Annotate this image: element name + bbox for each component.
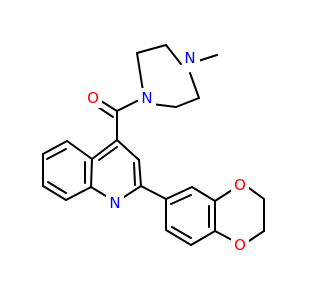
bond-c2q-n xyxy=(123,185,142,198)
molecule-structure-diagram: N N O N O O xyxy=(0,0,300,300)
bond-n1-carbonyl xyxy=(116,100,138,112)
bond-n4-c3 xyxy=(165,44,182,65)
bond-o1-ch2a xyxy=(248,187,265,200)
bond-c5-c6-inner xyxy=(46,148,67,160)
bond-c2q-aryl xyxy=(140,185,167,200)
atom-quinoline-nitrogen: N xyxy=(109,194,120,212)
bond-ar5-ar6 xyxy=(165,229,192,246)
atom-n1-piperazine: N xyxy=(141,89,152,107)
bond-n-c8a xyxy=(90,186,107,197)
bond-c4a-c5 xyxy=(66,140,93,160)
bond-ar1-ar2 xyxy=(165,186,193,200)
bond-c4-c3q xyxy=(116,139,140,161)
atom-dioxane-oxygen-1: O xyxy=(234,176,246,194)
bond-c8-c8a xyxy=(65,186,92,201)
bond-c3q-c2q-inner xyxy=(133,162,136,186)
bond-c6-c5 xyxy=(175,97,200,108)
bond-c7-c8 xyxy=(42,185,67,201)
bond-c4a-c4 xyxy=(91,139,118,160)
bond-carbonyl-o-a xyxy=(100,100,118,112)
bond-ar1-ar2-inner xyxy=(170,194,192,205)
bond-ar2-ar3 xyxy=(191,186,216,202)
bond-c3q-c2q xyxy=(138,159,142,187)
bond-c3-c2 xyxy=(136,44,167,54)
atom-labels: N N O N O O xyxy=(84,48,249,255)
bond-c8a-c4a xyxy=(90,158,93,188)
atom-carbonyl-oxygen: O xyxy=(87,89,99,107)
atom-n4-piperazine: N xyxy=(184,49,195,67)
bond-c5-n4 xyxy=(189,72,200,99)
atom-dioxane-oxygen-2: O xyxy=(234,236,246,254)
bond-c5-c6 xyxy=(42,140,68,155)
bond-c2-n1 xyxy=(136,52,144,92)
bond-ar5-ar6-inner xyxy=(171,226,192,239)
bond-ar3-o1 xyxy=(214,189,233,202)
bond-ar4-ar5 xyxy=(190,230,216,246)
bond-ch2b-o2 xyxy=(248,230,265,242)
bond-c4a-c4-inner xyxy=(98,146,118,161)
bond-lines xyxy=(42,44,265,246)
bond-o2-ar4 xyxy=(214,230,233,241)
bond-c7-c8-inner xyxy=(47,181,67,194)
bond-carbonyl-o-b xyxy=(97,106,114,118)
canvas-background xyxy=(0,0,300,300)
